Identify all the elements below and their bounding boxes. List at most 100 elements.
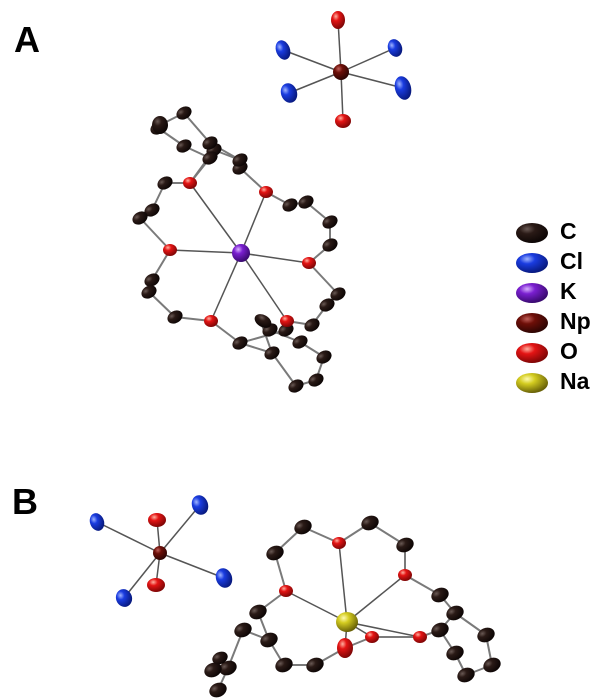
carbon-atom bbox=[431, 622, 449, 638]
bond bbox=[189, 182, 242, 254]
carbon-atom bbox=[330, 287, 346, 301]
legend-label: Na bbox=[560, 368, 590, 394]
carbon-atom bbox=[157, 176, 173, 190]
bond bbox=[96, 521, 161, 554]
oxygen-atom bbox=[398, 569, 412, 581]
carbon-atom bbox=[316, 350, 332, 364]
bond bbox=[338, 542, 348, 623]
carbon-atom bbox=[361, 515, 379, 531]
oxygen-atom bbox=[335, 114, 351, 128]
potassium-atom-icon bbox=[516, 283, 548, 303]
bond bbox=[346, 621, 421, 638]
carbon-atom bbox=[234, 622, 252, 638]
chlorine-atom bbox=[89, 513, 105, 531]
carbon-atom bbox=[294, 519, 312, 535]
oxygen-atom bbox=[337, 638, 353, 658]
carbon-atom bbox=[167, 310, 183, 324]
carbon-atom bbox=[176, 139, 192, 153]
carbon-atom bbox=[288, 379, 304, 393]
bond bbox=[282, 49, 342, 73]
carbon-atom bbox=[132, 211, 148, 225]
carbon-atom bbox=[308, 373, 324, 387]
carbon-atom bbox=[260, 632, 278, 648]
legend-label: O bbox=[560, 338, 578, 364]
sodium-atom bbox=[336, 612, 358, 632]
chlorine-atom bbox=[394, 76, 412, 100]
oxygen-atom bbox=[331, 11, 345, 29]
carbon-atom bbox=[219, 660, 237, 676]
oxygen-atom bbox=[279, 585, 293, 597]
bond bbox=[239, 329, 287, 344]
bond bbox=[308, 262, 339, 295]
carbon-atom bbox=[319, 298, 335, 312]
chlorine-atom bbox=[275, 40, 291, 60]
bond bbox=[340, 47, 396, 73]
oxygen-atom bbox=[413, 631, 427, 643]
oxygen-atom bbox=[163, 244, 177, 256]
oxygen-atom bbox=[259, 186, 273, 198]
bond bbox=[271, 352, 297, 387]
legend-label: C bbox=[560, 218, 577, 244]
carbon-atom bbox=[232, 153, 248, 167]
potassium-atom bbox=[232, 244, 250, 262]
carbon-atom bbox=[264, 346, 280, 360]
carbon-atom bbox=[446, 645, 464, 661]
oxygen-atom bbox=[148, 513, 166, 527]
bond bbox=[139, 217, 171, 251]
chlorine-atom bbox=[280, 83, 298, 103]
carbon-atom bbox=[322, 215, 338, 229]
carbon-atom bbox=[209, 682, 227, 698]
carbon-atom bbox=[446, 605, 464, 621]
carbon-atom bbox=[304, 318, 320, 332]
oxygen-atom bbox=[280, 315, 294, 327]
bond bbox=[240, 191, 267, 254]
bond bbox=[288, 71, 342, 94]
neptunium-atom-icon bbox=[516, 313, 548, 333]
carbon-atom bbox=[322, 238, 338, 252]
carbon-atom bbox=[275, 657, 293, 673]
bond bbox=[183, 112, 211, 144]
oxygen-atom bbox=[332, 537, 346, 549]
carbon-atom bbox=[144, 273, 160, 287]
carbon-atom bbox=[176, 106, 192, 120]
carbon-atom bbox=[431, 587, 449, 603]
carbon-atom bbox=[152, 116, 168, 134]
carbon-atom bbox=[266, 545, 284, 561]
carbon-atom bbox=[282, 198, 298, 212]
bond bbox=[340, 71, 404, 89]
carbon-atom bbox=[457, 667, 475, 683]
carbon-atom bbox=[278, 323, 294, 337]
carbon-atom bbox=[141, 285, 157, 299]
chlorine-atom bbox=[191, 495, 209, 515]
bond bbox=[285, 590, 348, 623]
carbon-atom bbox=[298, 195, 314, 209]
neptunium-atom bbox=[333, 64, 349, 80]
bond bbox=[240, 252, 310, 264]
bond bbox=[346, 574, 406, 623]
neptunium-atom bbox=[153, 546, 167, 560]
carbon-atom bbox=[292, 335, 308, 349]
bond bbox=[159, 504, 201, 554]
panel-label-a: A bbox=[14, 19, 40, 60]
carbon-atom bbox=[212, 651, 228, 665]
carbon-atom bbox=[202, 136, 218, 150]
oxygen-atom bbox=[183, 177, 197, 189]
carbon-atom-icon bbox=[516, 223, 548, 243]
bond bbox=[240, 252, 288, 322]
carbon-atom bbox=[306, 657, 324, 673]
chlorine-atom-icon bbox=[516, 253, 548, 273]
oxygen-atom bbox=[365, 631, 379, 643]
carbon-atom bbox=[396, 537, 414, 553]
oxygen-atom bbox=[147, 578, 165, 592]
panel-label-b: B bbox=[12, 481, 38, 522]
bond bbox=[123, 552, 161, 599]
legend-label: K bbox=[560, 278, 577, 304]
bond bbox=[340, 71, 344, 122]
carbon-atom bbox=[477, 627, 495, 643]
carbon-atom bbox=[204, 662, 222, 678]
carbon-atom bbox=[144, 203, 160, 217]
chlorine-atom bbox=[215, 568, 233, 588]
bond bbox=[159, 552, 225, 579]
